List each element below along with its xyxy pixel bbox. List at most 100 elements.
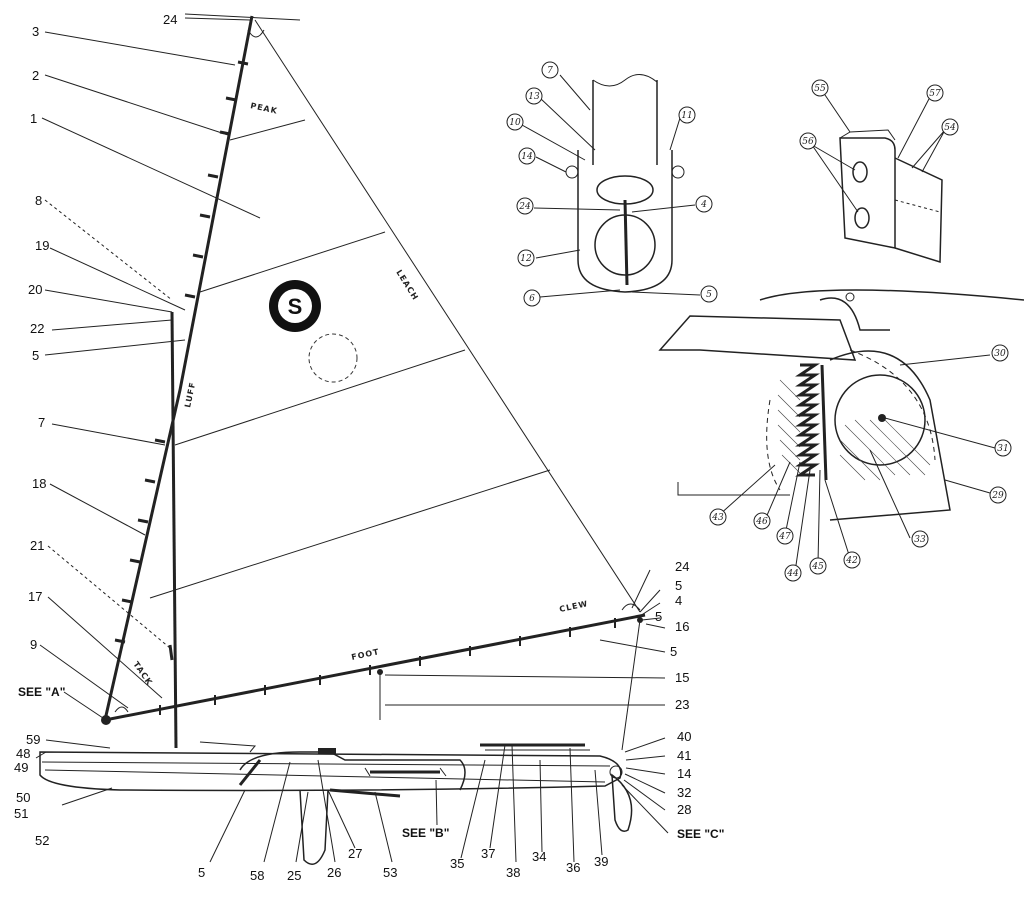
detail-c-callout: 29 [989, 486, 1007, 504]
clew-block [637, 617, 643, 623]
callout-39: 39 [594, 854, 608, 869]
callout-51: 51 [14, 806, 28, 821]
callout-34: 34 [532, 849, 546, 864]
svg-text:7: 7 [547, 66, 553, 76]
callout-36: 36 [566, 860, 580, 875]
callout-59: 59 [26, 732, 40, 747]
detail-a-callouts: 7 13 10 11 14 24 4 12 6 5 [506, 61, 718, 307]
sail-seam-2 [199, 231, 386, 293]
detail-b-strap [894, 157, 943, 264]
hull-deck-line [41, 761, 611, 767]
detail-a-break [592, 74, 658, 87]
detail-a-bolt [623, 199, 629, 286]
callout-4-clew: 4 [675, 593, 682, 608]
svg-text:13: 13 [528, 92, 540, 102]
sail: S PEAK LEACH LUFF CLEW FOOT TACK [101, 13, 646, 751]
rudder-pintle [609, 765, 623, 779]
detail-b-block [839, 137, 896, 249]
svg-text:6: 6 [529, 294, 535, 304]
detail-b-callout: 55 [811, 79, 829, 97]
luff-label: LUFF [183, 381, 197, 409]
svg-text:47: 47 [778, 532, 791, 542]
sheet-to-hull [621, 619, 641, 751]
leader-lines [39, 17, 669, 863]
callout-41: 41 [677, 748, 691, 763]
centerboard [299, 789, 329, 865]
detail-c-shaft [820, 364, 828, 481]
detail-c-axle [878, 414, 886, 422]
detail-a-leaders [521, 74, 701, 298]
detail-a-callout: 11 [678, 106, 696, 124]
sail-logo-letter: S [288, 294, 303, 319]
callout-28: 28 [677, 802, 691, 817]
svg-text:29: 29 [991, 491, 1004, 501]
svg-text:24: 24 [518, 202, 531, 212]
svg-text:43: 43 [711, 513, 724, 523]
detail-a-nut-right [671, 165, 685, 179]
sail-leach-edge [254, 19, 641, 613]
svg-text:5: 5 [706, 290, 712, 300]
boom [104, 613, 646, 722]
sail-logo-outline [308, 333, 358, 383]
peak-bracket [247, 29, 265, 38]
detail-a-callout: 10 [506, 113, 524, 131]
svg-text:14: 14 [521, 152, 533, 162]
detail-c-callout: 33 [911, 530, 929, 548]
svg-text:4: 4 [700, 200, 707, 210]
callout-5-clew-b: 5 [655, 609, 662, 624]
callout-32: 32 [677, 785, 691, 800]
detail-a-callout: 13 [525, 87, 543, 105]
detail-b-leaders [811, 91, 946, 213]
detail-c-wheel [834, 374, 926, 466]
peak-label: PEAK [250, 101, 279, 116]
callout-7: 7 [38, 415, 45, 430]
see-c-label: SEE "C" [677, 827, 724, 841]
detail-c-callout: 31 [994, 439, 1012, 457]
callout-8: 8 [35, 193, 42, 208]
svg-text:55: 55 [814, 84, 826, 94]
svg-text:46: 46 [755, 517, 768, 527]
callout-22: 22 [30, 321, 44, 336]
detail-c-callout: 43 [709, 508, 727, 526]
mainsheet-block [377, 669, 383, 675]
callout-50: 50 [16, 790, 30, 805]
hull-outline [39, 751, 622, 792]
callout-5-boom: 5 [670, 644, 677, 659]
detail-c-base [677, 482, 790, 496]
callout-3: 3 [32, 24, 39, 39]
svg-text:57: 57 [929, 89, 941, 99]
callout-27: 27 [348, 846, 362, 861]
detail-c-spring [795, 363, 820, 477]
detail-a-callout: 5 [700, 285, 718, 303]
tack-fitting [101, 715, 111, 725]
detail-c-callout: 46 [753, 512, 771, 530]
svg-text:54: 54 [944, 123, 956, 133]
hull-chine [44, 769, 606, 783]
detail-c-callout: 47 [776, 527, 794, 545]
svg-text:30: 30 [994, 349, 1006, 359]
detail-a-callout: 12 [517, 249, 535, 267]
detail-c-callout: 44 [784, 564, 802, 582]
upper-spar [103, 15, 254, 721]
svg-text:45: 45 [811, 562, 824, 572]
detail-b-callouts: 55 57 56 54 [799, 79, 959, 150]
hull [35, 741, 633, 865]
see-b-label: SEE "B" [402, 826, 449, 840]
callout-35: 35 [450, 856, 464, 871]
deck-hatch [199, 741, 257, 753]
detail-c-callout: 42 [843, 551, 861, 569]
detail-a-callout: 24 [516, 197, 534, 215]
detail-b-callout: 56 [799, 132, 817, 150]
callout-49: 49 [14, 760, 28, 775]
detail-c-leaders [717, 354, 996, 573]
svg-text:42: 42 [845, 556, 858, 566]
callout-24: 24 [163, 12, 177, 27]
callout-38: 38 [506, 865, 520, 880]
callout-23: 23 [675, 697, 689, 712]
detail-c-rudder-head [829, 350, 951, 521]
detail-a-callout: 14 [518, 147, 536, 165]
boom-rings [159, 618, 616, 715]
callout-26: 26 [327, 865, 341, 880]
detail-a-bracket [577, 150, 673, 293]
callout-14: 14 [677, 766, 691, 781]
